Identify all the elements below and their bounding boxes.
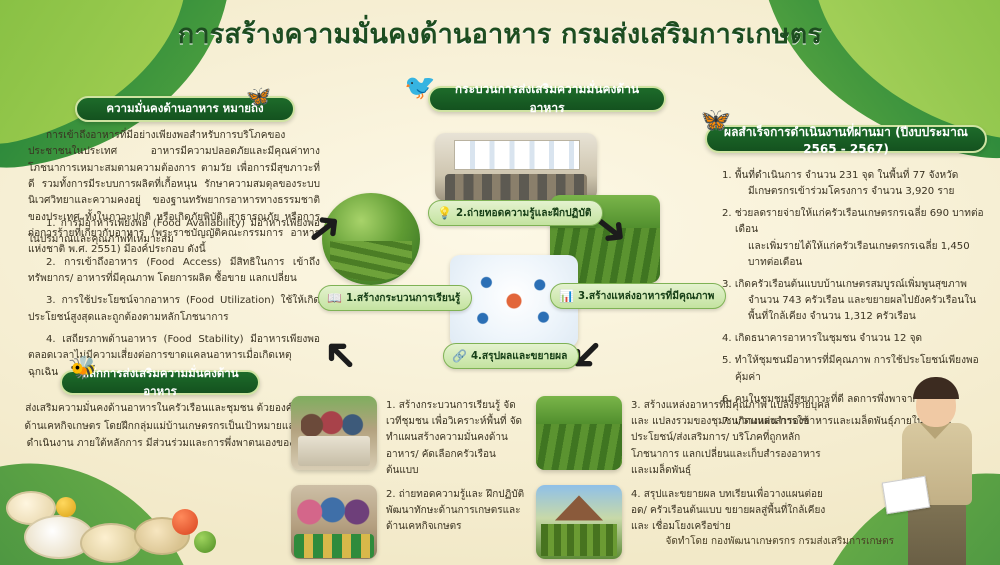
definition-item: 2. การเข้าถึงอาหาร (Food Access) มีสิทธิ… (28, 256, 320, 285)
result-item: 3. เกิดครัวเรือนต้นแบบบ้านเกษตรสมบูรณ์เพ… (722, 277, 990, 325)
result-item-sub: มีเกษตรกรเข้าร่วมโครงการ จำนวน 3,920 ราย (748, 186, 955, 198)
principle-header-pill: หลักการส่งเสริมความมั่นคงด้านอาหาร (60, 366, 260, 398)
result-item: 1. พื้นที่ดำเนินการ จำนวน 231 จุด ในพื้น… (722, 168, 990, 200)
result-item: 7. เกิดแหล่งสำรองอาหารและเมล็ดพันธุ์ภายใ… (722, 414, 990, 430)
butterfly-icon-right: 🦋 (697, 103, 733, 137)
process-node-3[interactable]: 📊 3.สร้างแหล่งอาหารที่มีคุณภาพ (550, 283, 727, 309)
result-item-main: 7. เกิดแหล่งสำรองอาหารและเมล็ดพันธุ์ภายใ… (722, 415, 951, 427)
process-node-label: 2.ถ่ายทอดความรู้และฝึกปฏิบัติ (455, 208, 592, 219)
lightbulb-icon: 💡 (437, 206, 452, 220)
step-card-text: 2. ถ่ายทอดความรู้และ ฝึกปฏิบัติ พัฒนาทัก… (386, 489, 525, 533)
bird-icon: 🐦 (401, 68, 441, 106)
result-item: 4. เกิดธนาคารอาหารในชุมชน จำนวน 12 จุด (722, 331, 990, 347)
community-meeting-photo (291, 396, 377, 470)
group-photo-house (536, 485, 622, 559)
step-card-text: 1. สร้างกระบวนการเรียนรู้ จัดเวทีชุมชน เ… (386, 400, 523, 476)
process-header-pill: กระบวนการส่งเสริมความมั่นคงด้านอาหาร (428, 82, 666, 115)
result-item-main: 2. ช่วยลดรายจ่ายให้แก่ครัวเรือนเกษตรกรเฉ… (722, 208, 984, 236)
results-list: 1. พื้นที่ดำเนินการ จำนวน 231 จุด ในพื้น… (722, 168, 990, 436)
training-workshop-photo (291, 485, 377, 559)
result-item-main: 5. ทำให้ชุมชนมีอาหารที่มีคุณภาพ การใช้ปร… (722, 355, 979, 383)
learning-book-icon: 📖 (327, 291, 342, 305)
food-basket-illustration (6, 445, 236, 565)
process-node-label: 3.สร้างแหล่งอาหารที่มีคุณภาพ (577, 291, 715, 302)
process-node-4[interactable]: 🔗 4.สรุปผลและขยายผล (443, 343, 580, 369)
classroom-training-image (435, 133, 597, 201)
vegetable-field-photo (536, 396, 622, 470)
process-node-2[interactable]: 💡 2.ถ่ายทอดความรู้และฝึกปฏิบัติ (428, 200, 604, 226)
process-node-1[interactable]: 📖 1.สร้างกระบวนการเรียนรู้ (318, 285, 473, 311)
farmer-illustration (881, 375, 986, 565)
result-item-main: 6. คนในชุมชนมีสุขภาวะที่ดี ลดการพึ่งพาจา… (722, 393, 956, 405)
result-item-main: 3. เกิดครัวเรือนต้นแบบบ้านเกษตรสมบูรณ์เพ… (722, 278, 967, 290)
process-node-label: 1.สร้างกระบวนการเรียนรู้ (345, 293, 461, 304)
result-item-main: 4. เกิดธนาคารอาหารในชุมชน จำนวน 12 จุด (722, 333, 923, 345)
definition-item: 4. เสถียรภาพด้านอาหาร (Food Stability) ม… (28, 334, 320, 378)
garden-circle-image (322, 193, 420, 285)
result-item: 6. คนในชุมชนมีสุขภาวะที่ดี ลดการพึ่งพาจา… (722, 392, 990, 408)
definition-item: 3. การใช้ประโยชน์จากอาหาร (Food Utilizat… (28, 295, 320, 323)
bee-icon: 🐝 (67, 353, 100, 384)
step-card-text: 3. สร้างแหล่งอาหารที่มีคุณภาพ แปลงรายบุค… (631, 400, 830, 476)
principle-body-text: ส่งเสริมความมั่นคงด้านอาหารในครัวเรือนแล… (24, 403, 324, 450)
step-card-3: 3. สร้างแหล่งอาหารที่มีคุณภาพ แปลงรายบุค… (536, 396, 836, 479)
cycle-arrow-4: ➜ (309, 323, 372, 386)
network-icon: 🔗 (452, 349, 467, 363)
result-item-sub: จำนวน 743 ครัวเรือน และขยายผลไปยังครัวเร… (748, 294, 977, 323)
results-header-pill: ผลสำเร็จการดำเนินงานที่ผ่านมา (ปีงบประมา… (705, 125, 987, 156)
step-card-text: 4. สรุปและขยายผล บทเรียนเพื่อวางแผนต่อยอ… (631, 489, 826, 533)
chart-icon: 📊 (559, 289, 574, 303)
step-card-4: 4. สรุปและขยายผล บทเรียนเพื่อวางแผนต่อยอ… (536, 485, 836, 559)
result-item-main: 1. พื้นที่ดำเนินการ จำนวน 231 จุด ในพื้น… (722, 170, 959, 181)
definition-item: 1. การมีอาหารเพียงพอ (Food Availability)… (28, 218, 320, 246)
footer-credit: จัดทำโดย กองพัฒนาเกษตรกร กรมส่งเสริมการเ… (665, 536, 894, 547)
process-cycle-diagram: ➜ ➜ ➜ ➜ 📖 1.สร้างกระบวนการเรียนรู้ 💡 2.ถ… (294, 115, 727, 395)
page-title: การสร้างความมั่นคงด้านอาหาร กรมส่งเสริมก… (177, 19, 823, 50)
step-card-1: 1. สร้างกระบวนการเรียนรู้ จัดเวทีชุมชน เ… (291, 396, 531, 479)
step-card-2: 2. ถ่ายทอดความรู้และ ฝึกปฏิบัติ พัฒนาทัก… (291, 485, 531, 559)
process-node-label: 4.สรุปผลและขยายผล (470, 351, 568, 362)
butterfly-icon-left: 🦋 (246, 84, 271, 108)
result-item: 5. ทำให้ชุมชนมีอาหารที่มีคุณภาพ การใช้ปร… (722, 353, 990, 385)
result-item-sub: และเพิ่มรายได้ให้แก่ครัวเรือนเกษตรกรเฉลี… (748, 240, 970, 268)
definition-component-list: 1. การมีอาหารเพียงพอ (Food Availability)… (28, 216, 320, 387)
result-item: 2. ช่วยลดรายจ่ายให้แก่ครัวเรือนเกษตรกรเฉ… (722, 206, 990, 271)
